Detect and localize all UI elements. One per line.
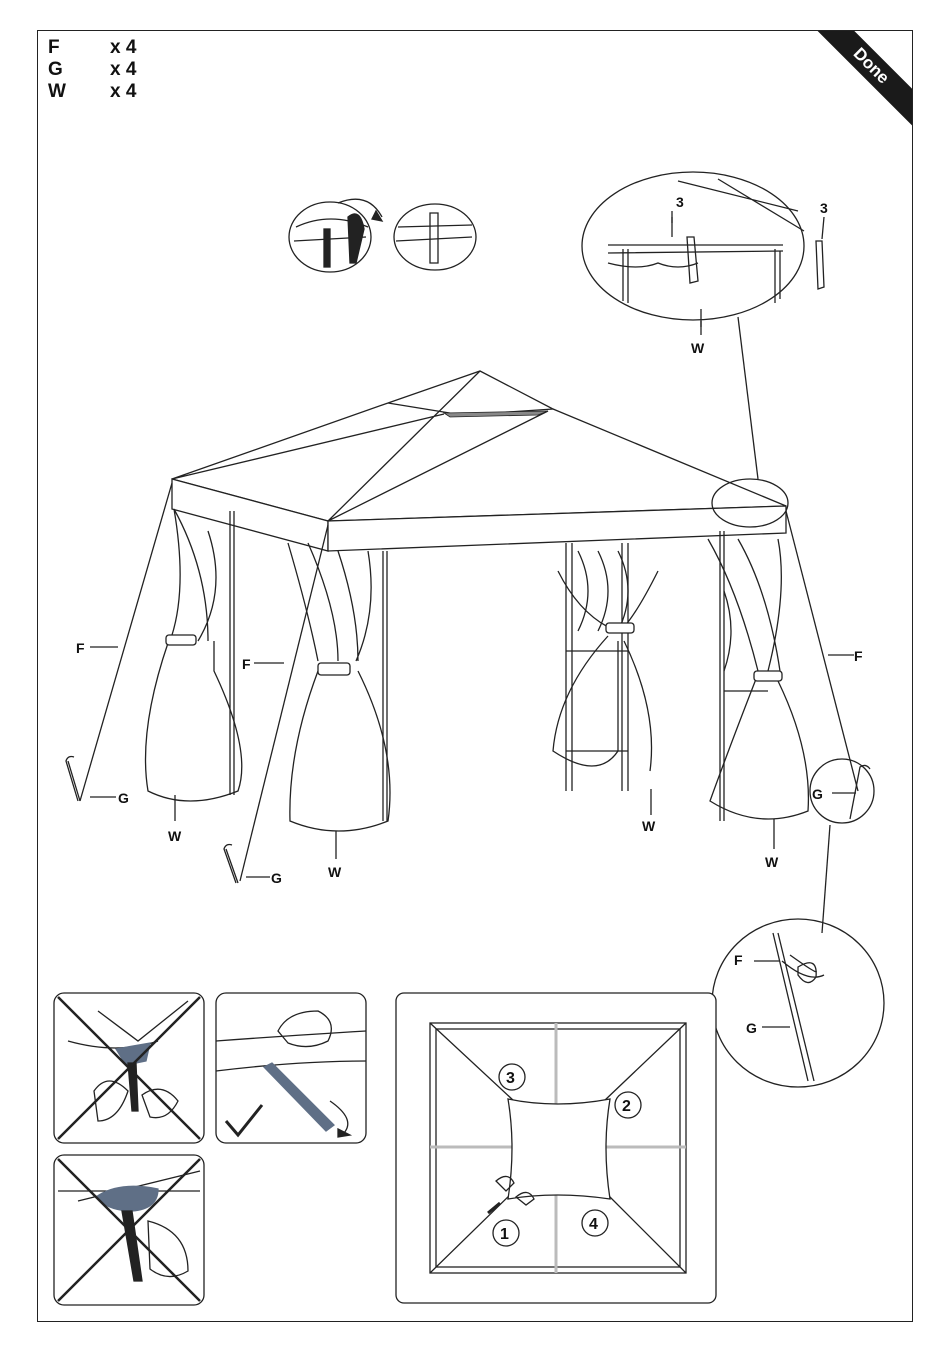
correct-method-panel [216,993,366,1143]
connector-line [822,825,830,933]
step-label-1: 1 [500,1226,509,1243]
label-f: F [242,656,251,672]
label-w: W [168,828,182,844]
guy-rope [80,483,172,801]
instruction-page: F x 4 G x 4 W x 4 Done [37,30,913,1322]
label-f: F [734,952,743,968]
label-w: W [328,864,342,880]
label-w: W [765,854,779,870]
label-w: W [642,818,656,834]
guy-rope [240,525,328,881]
label-3: 3 [820,200,828,216]
label-g: G [118,790,129,806]
stake [224,845,238,884]
label-w: W [691,340,705,356]
step-label-2: 2 [622,1098,631,1115]
top-view-panel [396,993,716,1303]
ridge-detail [582,172,824,479]
stake [66,757,80,802]
connector-line [738,317,758,479]
part-labels: 3 3 W F F F G G G W W W W F G [76,194,863,1036]
wrong-method-panel-1 [54,993,204,1143]
label-g: G [271,870,282,886]
label-g: G [746,1020,757,1036]
step-label-4: 4 [589,1216,598,1233]
gazebo-illustration: 3 3 W F F F G G G W W W W F G [38,31,913,1322]
step-label-3: 3 [506,1070,515,1087]
knot-detail-circle [712,919,884,1087]
arrow-icon [372,211,382,221]
label-g: G [812,786,823,802]
gazebo-canopy [172,371,788,551]
strap-detail [289,199,476,272]
label-f: F [76,640,85,656]
label-f: F [854,648,863,664]
leader-line [822,217,824,239]
strap-dark [324,229,330,267]
ridge-detail-circle [582,172,804,320]
gazebo-frame [230,511,768,821]
label-3: 3 [676,194,684,210]
guy-rope [786,511,858,791]
wrong-method-panel-2 [54,1155,204,1305]
